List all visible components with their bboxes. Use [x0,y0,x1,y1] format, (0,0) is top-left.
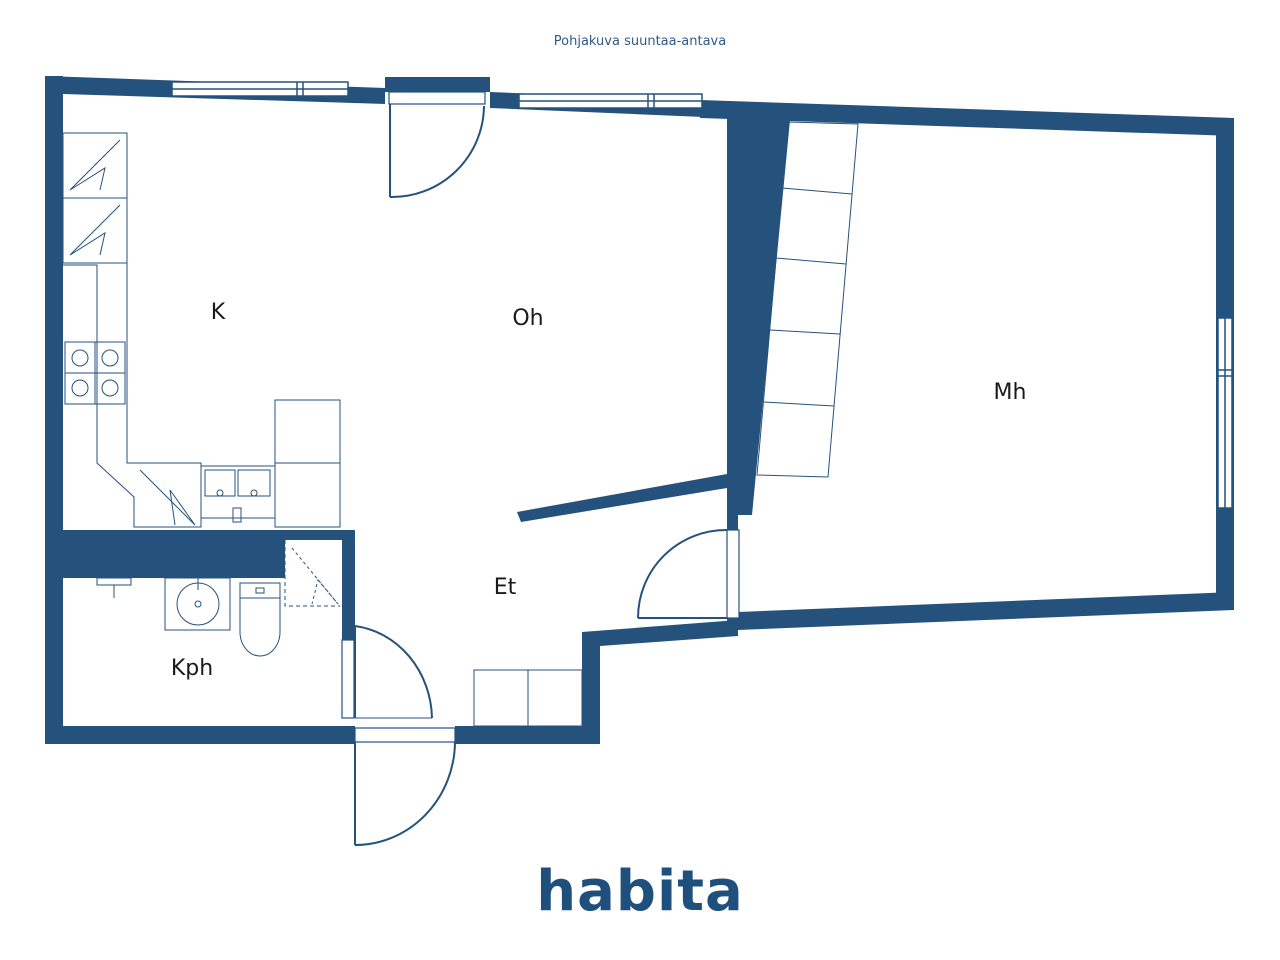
wall-left [45,76,63,744]
wall-bath-top [63,530,285,578]
door-bedroom-swing [637,528,728,619]
wall-diagonal [517,474,727,522]
wall-bottom-bath [45,726,355,744]
wall-bath-right [342,530,355,640]
windows [171,81,1233,509]
doors [341,91,740,846]
room-label-bedroom: Mh [994,380,1027,405]
room-label-bathroom: Kph [171,656,213,681]
shower-fixture [96,577,132,586]
wall-step-top [582,620,738,646]
wall-bottom-hall [455,726,600,744]
wall-top-door-header [385,77,490,92]
tall-cabinet-2 [62,197,128,264]
room-label-kitchen: K [211,300,226,325]
toilet-tank [239,582,281,599]
toilet-bowl [239,597,281,657]
wall-step-side [582,632,600,744]
room-labels: K Oh Mh Et Kph [171,300,1027,681]
room-label-living: Oh [512,306,543,331]
burner-icon [101,379,119,397]
wall-partition [727,106,790,630]
door-entrance-swing [354,741,456,846]
burner-icon [101,349,119,367]
wall-bottom-right [738,592,1234,630]
kitchen-counter [63,132,202,528]
door-top-swing [389,105,485,199]
burner-icon [71,379,89,397]
habita-logo: habita [536,859,744,924]
burner-icon [71,349,89,367]
door-bath-swing [354,625,433,719]
wall-top-right [700,100,1234,136]
shower-area [284,540,340,607]
room-label-hall: Et [494,575,517,600]
wall-bath-top-thin [285,530,355,540]
walls [45,76,1234,744]
plan-caption: Pohjakuva suuntaa-antava [553,34,727,49]
wardrobe [756,121,859,478]
fixtures [62,121,859,727]
